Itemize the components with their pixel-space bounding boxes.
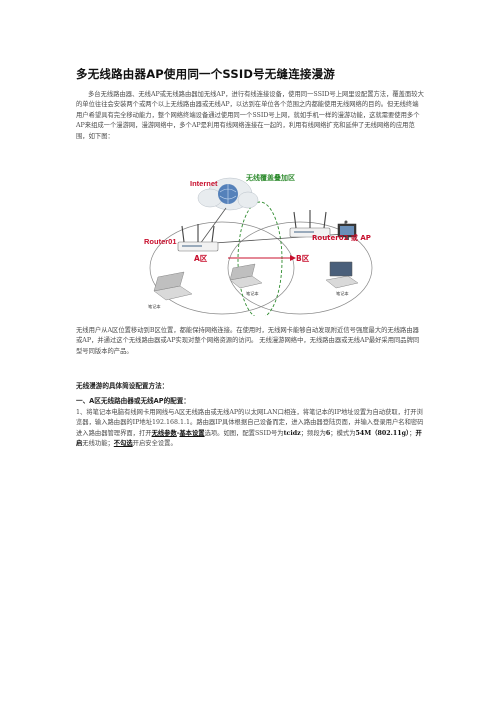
mode-value: 54M（802.11g） [355, 429, 410, 437]
enable-value: 开启 [76, 429, 422, 448]
step-one-text: 选项。如图，配置SSID号为 [204, 429, 284, 437]
basic-settings-label: 基本设置 [179, 429, 205, 437]
zone-a-config-heading: 一、A区无线路由器或无线AP的配置： [76, 397, 190, 405]
step-one-text: ；频段为 [300, 429, 326, 437]
overlap-label: 无线覆盖叠加区 [245, 173, 295, 182]
step-one-text: 1、将笔记本电脑有线网卡用网线与A区无线路由或无线AP的以太网LAN口相连，将笔… [76, 409, 424, 437]
laptop-icon [229, 263, 263, 289]
separator-text: - [176, 429, 180, 437]
router-icon [177, 224, 219, 252]
step-one-text: ； [409, 429, 416, 437]
overlap-region [237, 201, 283, 316]
laptop-icon [325, 261, 359, 289]
router02-label: Router02 或 AP [312, 233, 371, 242]
internet-label: Internet [190, 179, 218, 188]
intro-paragraph: 多台无线路由器、无线AP或无线路由器加无线AP，进行有线连接设备，使用同一SSI… [76, 91, 424, 140]
router01-label: Router01 [144, 237, 177, 246]
router-icon [289, 210, 331, 238]
ssid-value: tcidz [283, 429, 301, 437]
laptop-label: 笔记本 [336, 290, 349, 297]
laptop-label: 笔记本 [148, 303, 161, 310]
step-one-text: 开启安全设置。 [132, 440, 177, 448]
document-title: 多无线路由器AP使用同一个SSID号无缝连接漫游 [76, 67, 335, 81]
channel-value: 6 [325, 429, 331, 437]
zone-b-label: B区 [296, 254, 310, 263]
wireless-params-label: 无线参数 [151, 429, 177, 437]
laptop-icon [153, 271, 193, 301]
zone-a-coverage [149, 221, 295, 315]
internet-cloud-icon [197, 177, 259, 211]
roaming-paragraph: 无线用户从A区位置移动到B区位置，都能保持网络连接。在使用时，无线网卡能够自动发… [76, 327, 420, 355]
zone-b-coverage [227, 221, 373, 315]
config-heading: 无线漫游的具体简设配置方法： [76, 382, 169, 390]
uncheck-value: 不勾选 [113, 440, 133, 448]
monitor-icon [337, 223, 357, 240]
roaming-network-diagram: Internet 无线覆盖叠加区 Router01 Router02 或 AP … [144, 173, 373, 316]
step-one-text: 无线功能； [82, 440, 114, 448]
step-one-paragraph: 1、将笔记本电脑有线网卡用网线与A区无线路由或无线AP的以太网LAN口相连，将笔… [76, 408, 424, 450]
step-one-text: ；模式为 [330, 429, 356, 437]
laptop-label: 笔记本 [246, 290, 259, 297]
zone-a-label: A区 [194, 254, 208, 263]
